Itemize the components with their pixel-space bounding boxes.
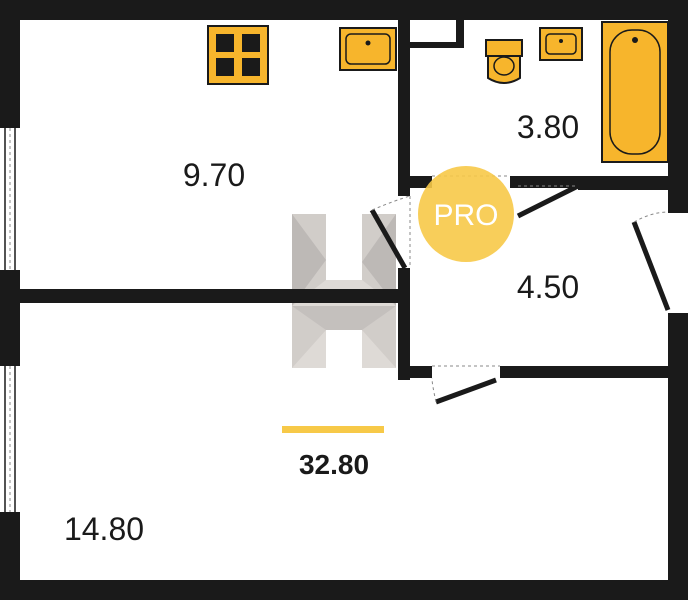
room-hallway-area: 4.50 bbox=[517, 269, 579, 305]
total-area-underline bbox=[282, 426, 384, 433]
interior-walls bbox=[20, 20, 668, 380]
room-living-area: 14.80 bbox=[64, 511, 144, 547]
door-icon bbox=[369, 195, 411, 270]
stove-icon bbox=[207, 25, 269, 85]
pro-badge-label: PRO bbox=[433, 199, 498, 232]
bathtub-icon bbox=[601, 21, 669, 163]
door-icon bbox=[631, 211, 671, 311]
toilet-icon bbox=[485, 39, 523, 84]
window-icon bbox=[0, 128, 20, 270]
sink-icon bbox=[339, 27, 397, 71]
window-icon bbox=[0, 366, 20, 512]
room-kitchen-area: 9.70 bbox=[183, 157, 245, 193]
pro-badge: PRO bbox=[418, 166, 514, 262]
door-icon bbox=[431, 365, 500, 405]
sink-icon bbox=[539, 27, 583, 61]
room-bathroom-area: 3.80 bbox=[517, 109, 579, 145]
total-area: 32.80 bbox=[299, 449, 369, 480]
